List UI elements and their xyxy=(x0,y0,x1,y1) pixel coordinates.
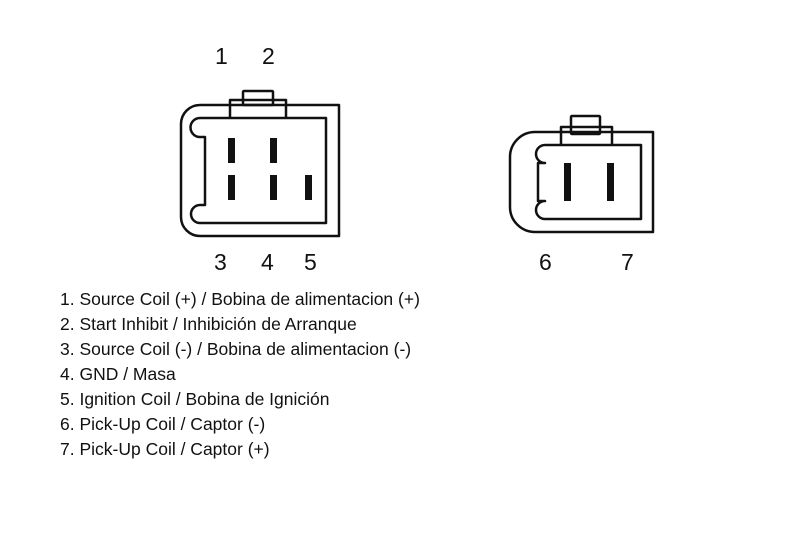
legend-item-2: 2. Start Inhibit / Inhibición de Arranqu… xyxy=(60,314,357,334)
pin-label-7: 7 xyxy=(621,249,634,275)
pin-label-4: 4 xyxy=(261,249,274,275)
pin-3 xyxy=(228,175,235,200)
legend-item-1: 1. Source Coil (+) / Bobina de alimentac… xyxy=(60,289,420,309)
pin-label-1: 1 xyxy=(215,43,228,69)
pin-label-5: 5 xyxy=(304,249,317,275)
pin-4 xyxy=(270,175,277,200)
legend-item-4: 4. GND / Masa xyxy=(60,364,176,384)
pin-legend: 1. Source Coil (+) / Bobina de alimentac… xyxy=(60,287,420,462)
connector-right-cavity xyxy=(534,143,643,221)
pin-label-2: 2 xyxy=(262,43,275,69)
legend-item-5: 5. Ignition Coil / Bobina de Ignición xyxy=(60,389,330,409)
connector-left-pins xyxy=(228,138,312,200)
connector-left-latch-collar xyxy=(228,98,288,118)
legend-item-7: 7. Pick-Up Coil / Captor (+) xyxy=(60,439,270,459)
pin-5 xyxy=(305,175,312,200)
connector-right-latch xyxy=(569,114,602,136)
connector-left-latch xyxy=(241,89,275,107)
pin-label-6: 6 xyxy=(539,249,552,275)
pin-label-3: 3 xyxy=(214,249,227,275)
pin-6 xyxy=(564,163,571,201)
legend-item-6: 6. Pick-Up Coil / Captor (-) xyxy=(60,414,266,434)
pin-2 xyxy=(270,138,277,163)
connector-right-latch-collar xyxy=(559,125,614,145)
connector-right-pins xyxy=(564,163,614,201)
pin-1 xyxy=(228,138,235,163)
legend-item-3: 3. Source Coil (-) / Bobina de alimentac… xyxy=(60,339,412,359)
connector-left-shell xyxy=(179,103,341,238)
connector-left-cavity xyxy=(189,116,328,225)
connector-left xyxy=(179,89,341,238)
connector-right xyxy=(508,114,655,234)
pin-7 xyxy=(607,163,614,201)
connector-right-shell xyxy=(508,130,655,234)
